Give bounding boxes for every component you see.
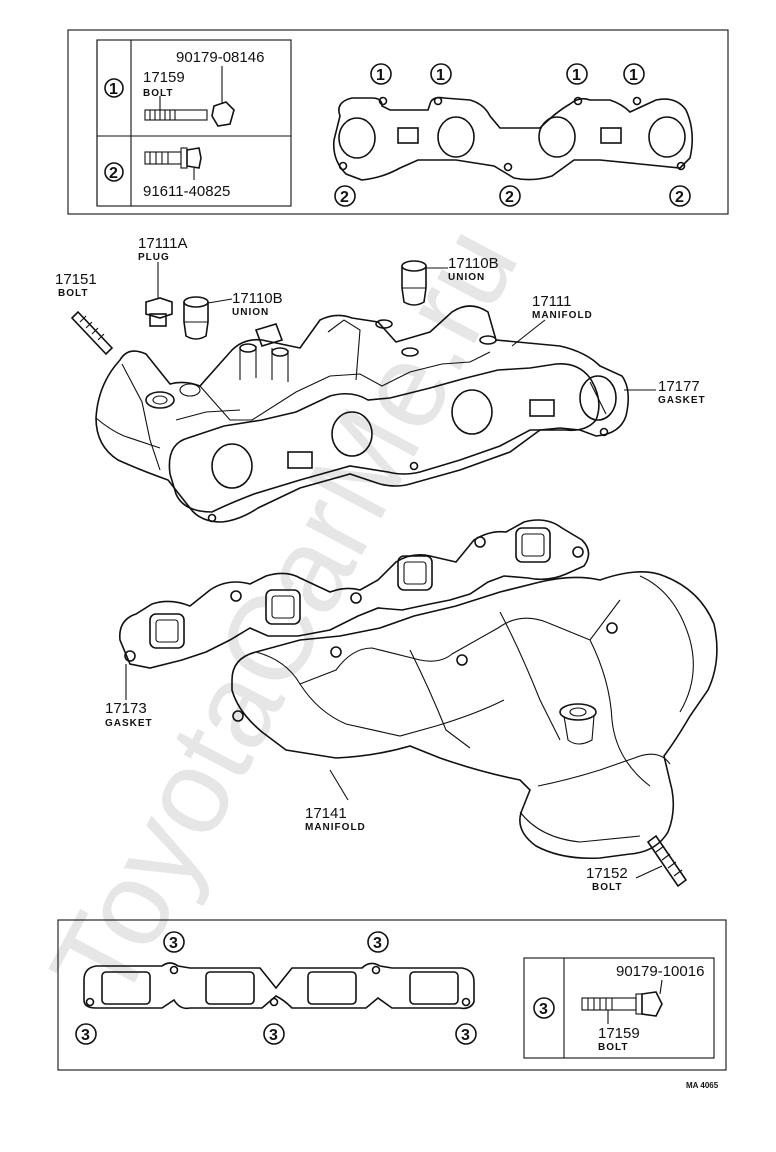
exhaust-gasket-17173-drawing [119, 519, 590, 700]
svg-text:1: 1 [629, 67, 638, 84]
part-number-90179-08146: 90179-08146 [176, 49, 264, 66]
exhaust-gasket-detail [83, 962, 475, 1010]
part-name-union-left: UNION [232, 307, 269, 318]
svg-text:1: 1 [109, 81, 118, 98]
gasket-ref-markers-top: 1 1 1 1 2 2 2 [334, 63, 691, 207]
top-legend-box: 1 90179-08146 17159 BOLT 2 91 [67, 29, 729, 215]
ref-marker-3: 3 [533, 997, 555, 1019]
union-17110b-left-icon [183, 296, 209, 340]
svg-text:1: 1 [376, 67, 385, 84]
part-name-bolt: BOLT [592, 882, 622, 893]
svg-text:1: 1 [436, 67, 445, 84]
part-number-17173: 17173 [105, 700, 147, 717]
part-number-17110b-left: 17110B [232, 290, 283, 307]
gasket-ref-markers-bottom: 3 3 3 3 3 [75, 931, 477, 1045]
part-number-17177: 17177 [658, 378, 700, 395]
stud-bolt-17152-icon [635, 834, 688, 888]
svg-text:2: 2 [505, 189, 514, 206]
plug-17111a-icon [145, 297, 173, 327]
bolt-17159-icon [144, 96, 208, 121]
svg-text:2: 2 [675, 189, 684, 206]
part-name-gasket: GASKET [105, 718, 153, 729]
part-number-17111a: 17111A [138, 235, 188, 252]
part-number-17141: 17141 [305, 805, 347, 822]
svg-text:3: 3 [373, 935, 382, 952]
part-name-plug: PLUG [138, 252, 170, 263]
part-number-17159: 17159 [598, 1025, 640, 1042]
union-17110b-right-icon [401, 260, 427, 306]
ref-marker-1: 1 [104, 78, 124, 98]
part-name-union-right: UNION [448, 272, 485, 283]
nut-90179-icon [211, 66, 235, 127]
part-name-bolt: BOLT [143, 88, 173, 99]
intake-manifold-assembly: 17111A PLUG 17151 BOLT 17110B UNION 1711… [55, 235, 706, 523]
intake-gasket-detail [332, 96, 694, 181]
drawing-code: MA 4065 [686, 1081, 719, 1090]
svg-text:1: 1 [572, 67, 581, 84]
part-number-17159: 17159 [143, 69, 185, 86]
svg-text:2: 2 [340, 189, 349, 206]
bottom-legend-box: 3 3 3 3 3 3 90179-10016 17159 BOLT [57, 919, 727, 1071]
part-number-17152: 17152 [586, 865, 628, 882]
part-name-bolt: BOLT [598, 1042, 628, 1053]
part-name-manifold: MANIFOLD [532, 310, 593, 321]
part-number-17110b-right: 17110B [448, 255, 499, 272]
bolt-with-nut-icon [581, 991, 663, 1024]
svg-text:3: 3 [539, 1001, 548, 1018]
svg-text:3: 3 [269, 1027, 278, 1044]
part-number-90179-10016: 90179-10016 [616, 963, 704, 980]
svg-text:2: 2 [109, 165, 118, 182]
svg-text:3: 3 [461, 1027, 470, 1044]
part-name-manifold: MANIFOLD [305, 822, 366, 833]
part-number-17111: 17111 [532, 293, 572, 310]
ref-marker-2: 2 [104, 162, 124, 182]
intake-manifold-17111-drawing [95, 305, 630, 523]
stud-bolt-17151-icon [70, 310, 114, 356]
svg-text:3: 3 [81, 1027, 90, 1044]
part-name-bolt: BOLT [58, 288, 88, 299]
watermark: ToyotaCarMe.ru [25, 206, 544, 1023]
part-number-91611-40825: 91611-40825 [143, 183, 230, 200]
part-name-gasket: GASKET [658, 395, 706, 406]
exhaust-manifold-17141-drawing [231, 571, 718, 860]
part-number-17151: 17151 [55, 271, 97, 288]
svg-text:3: 3 [169, 935, 178, 952]
flange-bolt-icon [144, 147, 202, 180]
